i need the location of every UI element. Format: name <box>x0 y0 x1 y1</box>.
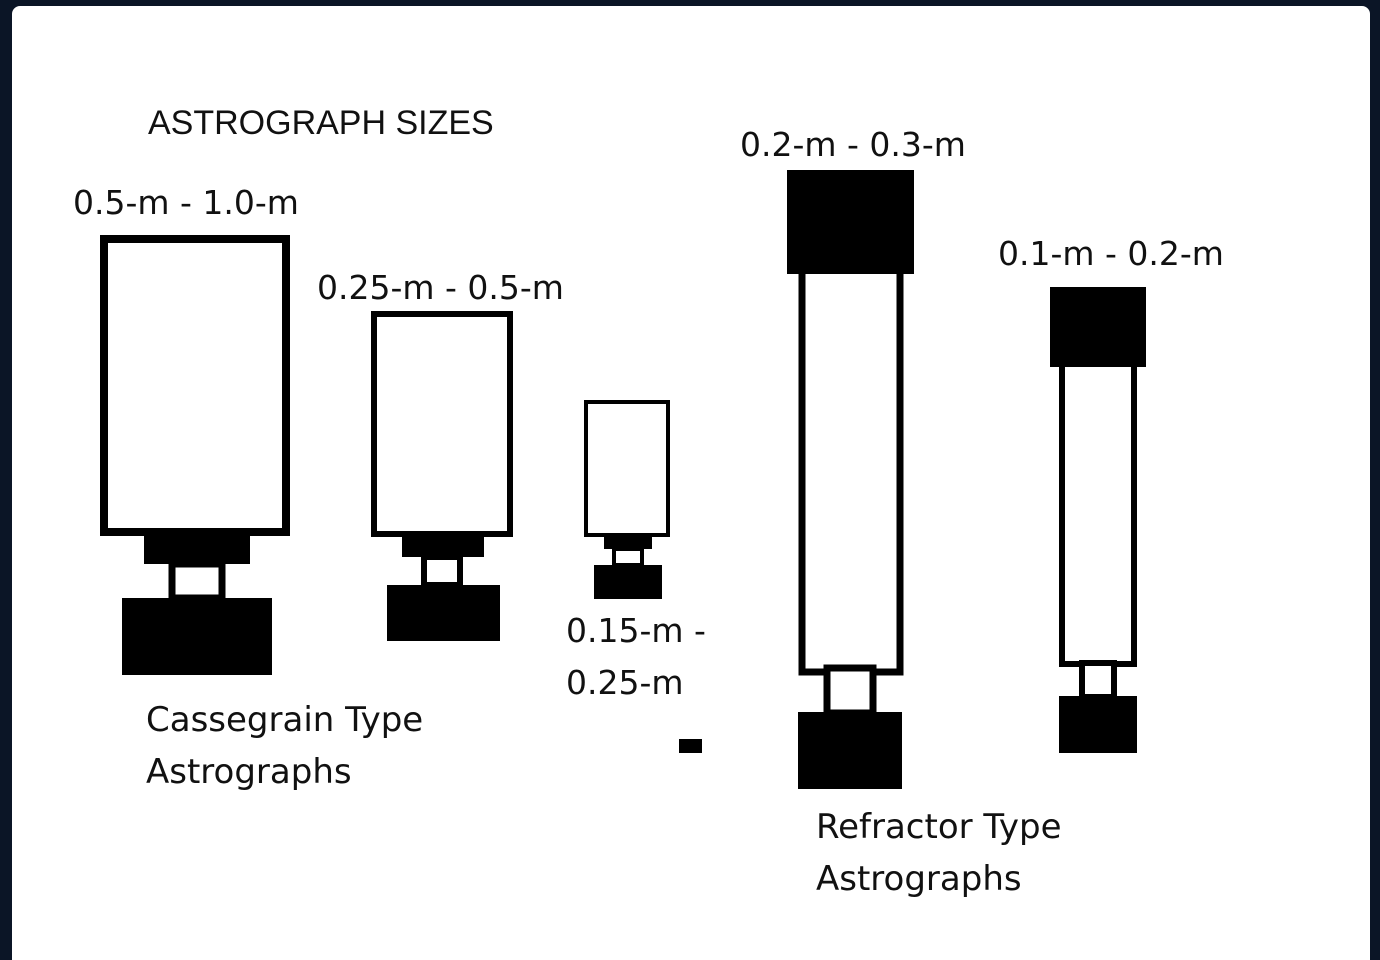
adapter-ring <box>168 560 226 602</box>
optical-tube <box>1059 357 1137 667</box>
group-label-cassegrain-line1: Cassegrain Type <box>146 700 424 740</box>
group-label-cassegrain-line2: Astrographs <box>146 752 352 792</box>
optical-tube <box>798 264 904 676</box>
focuser-block <box>402 537 484 557</box>
group-label-cassegrain: Cassegrain Type Astrographs <box>146 694 423 798</box>
size-label-cassegrain-medium: 0.25-m - 0.5-m <box>317 268 564 307</box>
diagram-title: ASTROGRAPH SIZES <box>148 104 494 142</box>
focuser-block <box>144 536 250 564</box>
astrograph-drawings <box>100 170 1146 789</box>
cassegrain-astrograph-large <box>100 235 290 675</box>
diagram-canvas: ASTROGRAPH SIZES 0.5-m - 1.0-m 0.25-m - … <box>12 6 1370 960</box>
optical-tube <box>584 400 670 537</box>
cassegrain-astrograph-medium <box>371 311 513 641</box>
dew-shield <box>787 170 914 274</box>
camera-body <box>387 585 500 641</box>
group-label-refractor: Refractor Type Astrographs <box>816 801 1062 905</box>
camera-body <box>122 598 272 675</box>
optical-tube <box>100 235 290 536</box>
size-label-cassegrain-small-line2: 0.25-m <box>566 663 684 702</box>
adapter-ring <box>823 664 877 717</box>
focuser-block <box>604 537 652 549</box>
cassegrain-astrograph-small <box>584 400 670 599</box>
camera-body <box>1059 696 1137 753</box>
adapter-ring <box>612 547 644 567</box>
size-label-refractor-large: 0.2-m - 0.3-m <box>740 125 966 164</box>
stray-mark <box>679 739 702 753</box>
optical-tube <box>371 311 513 537</box>
camera-body <box>798 712 902 789</box>
refractor-astrograph-small <box>1050 287 1146 753</box>
refractor-astrograph-large <box>787 170 914 789</box>
camera-body <box>594 565 662 599</box>
size-label-cassegrain-large: 0.5-m - 1.0-m <box>73 183 299 222</box>
size-label-refractor-small: 0.1-m - 0.2-m <box>998 234 1224 273</box>
group-label-refractor-line2: Astrographs <box>816 859 1022 899</box>
adapter-ring <box>421 554 463 588</box>
group-label-refractor-line1: Refractor Type <box>816 807 1062 847</box>
dew-shield <box>1050 287 1146 367</box>
size-label-cassegrain-small-line1: 0.15-m - <box>566 611 706 650</box>
adapter-ring <box>1079 660 1117 700</box>
